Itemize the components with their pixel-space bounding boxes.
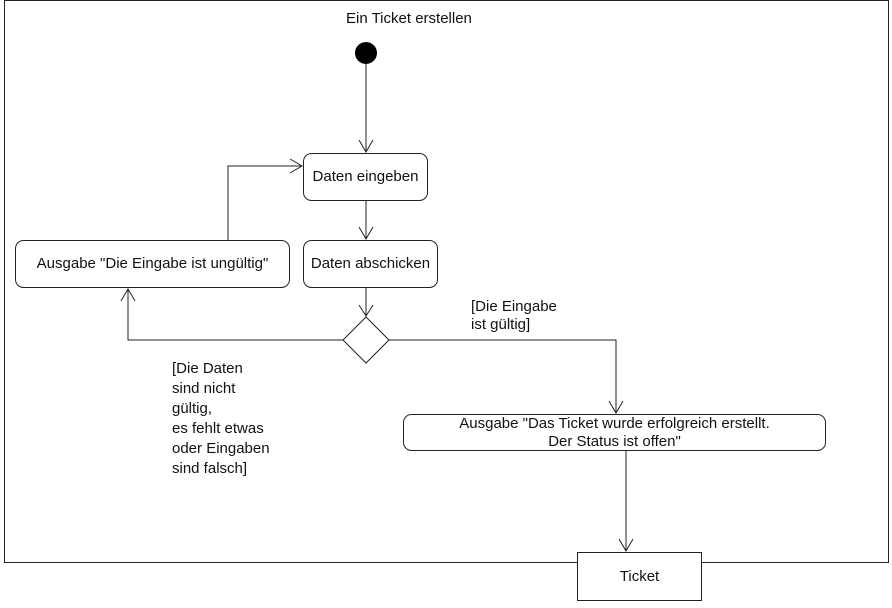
action-success-output (403, 414, 826, 451)
arrowhead (289, 158, 303, 174)
action-submit-data (303, 240, 438, 288)
flow-invalid-to-enter (227, 165, 302, 240)
label-ticket-object: Ticket (619, 568, 660, 585)
label-invalid-output: Ausgabe "Die Eingabe ist ungültig" (36, 255, 269, 272)
guard-invalid-line5: oder Eingaben (172, 440, 270, 457)
arrowhead (358, 139, 374, 153)
object-ticket (577, 552, 702, 601)
guard-invalid-line2: sind nicht (172, 380, 236, 397)
guard-invalid-line4: es fehlt etwas (172, 420, 264, 437)
initial-node (355, 42, 377, 64)
label-submit-data: Daten abschicken (310, 255, 431, 272)
guard-invalid-line6: sind falsch] (172, 460, 248, 477)
decision-node (342, 316, 390, 364)
arrowhead (358, 226, 374, 240)
guard-valid-line1: [Die Eingabe (471, 298, 557, 315)
diagram-frame (4, 0, 889, 563)
diagram-title: Ein Ticket erstellen (346, 10, 472, 27)
guard-invalid-line1: [Die Daten (172, 360, 243, 377)
guard-invalid-line3: gültig, (172, 400, 213, 417)
arrowhead (120, 288, 136, 302)
arrowhead (608, 400, 624, 414)
label-success-output-line1: Ausgabe "Das Ticket wurde erfolgreich er… (459, 415, 770, 432)
flow-decision-to-invalid (127, 289, 343, 341)
arrowhead (358, 304, 374, 317)
action-enter-data (303, 153, 428, 201)
guard-valid-line2: ist gültig] (471, 316, 531, 333)
action-invalid-output (15, 240, 290, 288)
arrowhead (618, 538, 634, 552)
label-success-output-line2: Der Status ist offen" (548, 433, 681, 450)
label-enter-data: Daten eingeben (312, 168, 419, 185)
flow-decision-to-success (389, 339, 617, 413)
